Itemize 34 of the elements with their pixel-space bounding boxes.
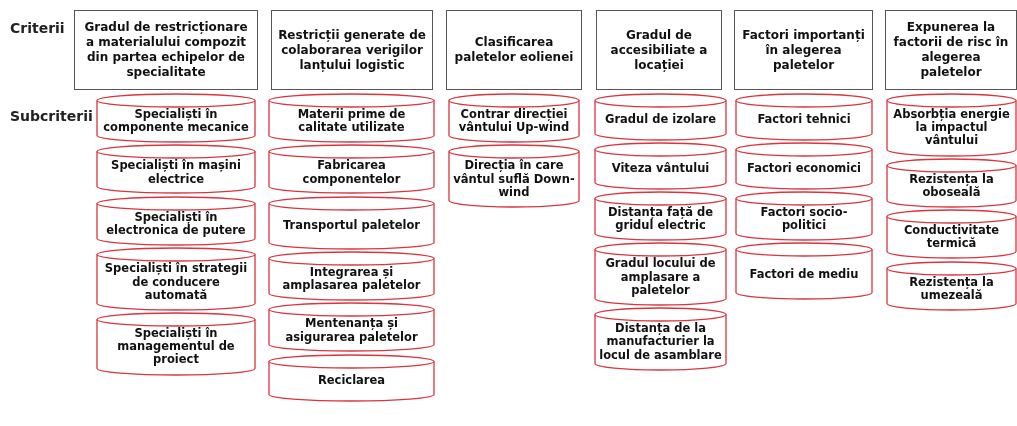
criterion-box: Clasificarea paletelor eolienei [446, 10, 582, 90]
subcriterion-cylinder: Factori de mediu [735, 242, 873, 301]
subcriterion-cylinder: Mentenanța și asigurarea paletelor [268, 302, 435, 353]
subcriterion-cylinder: Absorbția energie la impactul vântului [886, 93, 1017, 157]
subcriterion-cylinder: Direcția în care vântul suflă Down-wind [448, 144, 580, 209]
subcriterion-cylinder: Factori economici [735, 142, 873, 190]
subcriterion-cylinder: Reciclarea [268, 353, 435, 402]
subcriterion-cylinder: Fabricarea componentelor [268, 144, 435, 195]
subcriterion-cylinder: Factori socio-politici [735, 191, 873, 242]
subcriterion-cylinder: Viteza vântului [594, 142, 727, 190]
subcriterion-cylinder: Materii prime de calitate utilizate [268, 93, 435, 144]
row-label: Subcriterii [10, 108, 93, 124]
subcriterion-cylinder: Specialiști în mașini electrice [96, 144, 256, 195]
subcriterion-cylinder: Integrarea și amplasarea paletelor [268, 250, 435, 302]
subcriterion-cylinder: Transportul paletelor [268, 195, 435, 250]
criterion-box: Gradul de restricționare a materialului compozit din partea echipelor de specialitate [74, 10, 258, 90]
subcriterion-cylinder: Distanța față de gridul electric [594, 191, 727, 242]
criterion-box: Expunerea la factorii de risc în alegerea paletelor [885, 10, 1017, 90]
subcriterion-cylinder: Distanța de la manufacturier la locul de asamblare [594, 307, 727, 371]
criterion-box: Restricții generate de colaborarea verigilor lanțului logistic [271, 10, 433, 90]
subcriterion-cylinder: Conductivitate termică [886, 209, 1017, 260]
criterion-box: Factori importanți în alegerea paletelor [734, 10, 873, 90]
subcriterion-cylinder: Specialiști în componente mecanice [96, 93, 256, 144]
subcriterion-cylinder: Rezistența la umezeală [886, 260, 1017, 311]
subcriterion-cylinder: Gradul de izolare [594, 93, 727, 141]
subcriterion-cylinder: Factori tehnici [735, 93, 873, 141]
subcriterion-cylinder: Contrar direcției vântului Up-wind [448, 93, 580, 144]
subcriterion-cylinder: Rezistența la oboseală [886, 157, 1017, 209]
subcriterion-cylinder: Specialiști în strategii de conducere automată [96, 247, 256, 311]
subcriterion-cylinder: Specialiști în managementul de proiect [96, 311, 256, 376]
row-label: Criterii [10, 20, 65, 36]
subcriterion-cylinder: Specialiști în electronica de putere [96, 195, 256, 247]
subcriterion-cylinder: Gradul locului de amplasare a paletelor [594, 242, 727, 307]
criterion-box: Gradul de accesibiliate a locației [596, 10, 722, 90]
